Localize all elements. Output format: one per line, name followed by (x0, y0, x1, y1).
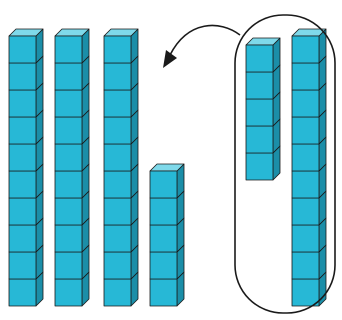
cube (246, 38, 280, 72)
cube-front-face (9, 225, 36, 252)
cube-front-face (55, 225, 82, 252)
cube-front-face (104, 90, 131, 117)
cube-front-face (55, 117, 82, 144)
unit-stack-circled (246, 38, 280, 180)
cube-front-face (9, 36, 36, 63)
cube-front-face (292, 144, 319, 171)
cube-front-face (104, 171, 131, 198)
cube-front-face (104, 198, 131, 225)
cube-front-face (292, 117, 319, 144)
cube-front-face (246, 45, 273, 72)
cube-front-face (104, 225, 131, 252)
cube-front-face (292, 225, 319, 252)
cube-front-face (246, 72, 273, 99)
cube-front-face (150, 225, 177, 252)
cube-front-face (9, 63, 36, 90)
cube-front-face (55, 90, 82, 117)
cube-front-face (104, 36, 131, 63)
cube-front-face (246, 126, 273, 153)
cube-front-face (150, 279, 177, 306)
cubes-layer (9, 29, 326, 306)
cube-front-face (104, 144, 131, 171)
cube-front-face (292, 252, 319, 279)
ten-rod-1 (9, 29, 43, 306)
cube-front-face (246, 99, 273, 126)
cube (9, 29, 43, 63)
cube-front-face (55, 144, 82, 171)
cube-front-face (9, 144, 36, 171)
arrow-head (163, 50, 177, 68)
cube-front-face (9, 198, 36, 225)
cube (150, 164, 184, 198)
cube-front-face (9, 90, 36, 117)
cube-front-face (104, 279, 131, 306)
cube-front-face (55, 63, 82, 90)
cube-front-face (292, 279, 319, 306)
cube-front-face (150, 252, 177, 279)
cube-front-face (55, 198, 82, 225)
ten-rod-3 (104, 29, 138, 306)
cube-front-face (104, 117, 131, 144)
ten-rod-2 (55, 29, 89, 306)
cube-front-face (104, 63, 131, 90)
cube (104, 29, 138, 63)
ten-rod-circled (292, 29, 326, 306)
cube-front-face (150, 198, 177, 225)
cube-front-face (9, 252, 36, 279)
curved-arrow-icon (170, 25, 240, 55)
cube (292, 29, 326, 63)
cube-front-face (55, 36, 82, 63)
cube-front-face (55, 252, 82, 279)
cube-front-face (55, 171, 82, 198)
cube-front-face (292, 171, 319, 198)
cube-front-face (55, 279, 82, 306)
cube-front-face (104, 252, 131, 279)
cube-front-face (9, 279, 36, 306)
cube-front-face (292, 36, 319, 63)
cube-front-face (292, 198, 319, 225)
cube-front-face (9, 171, 36, 198)
cube-front-face (292, 90, 319, 117)
cube-front-face (150, 171, 177, 198)
unit-stack (150, 164, 184, 306)
cube-front-face (9, 117, 36, 144)
cube (55, 29, 89, 63)
cube-front-face (246, 153, 273, 180)
cube-front-face (292, 63, 319, 90)
